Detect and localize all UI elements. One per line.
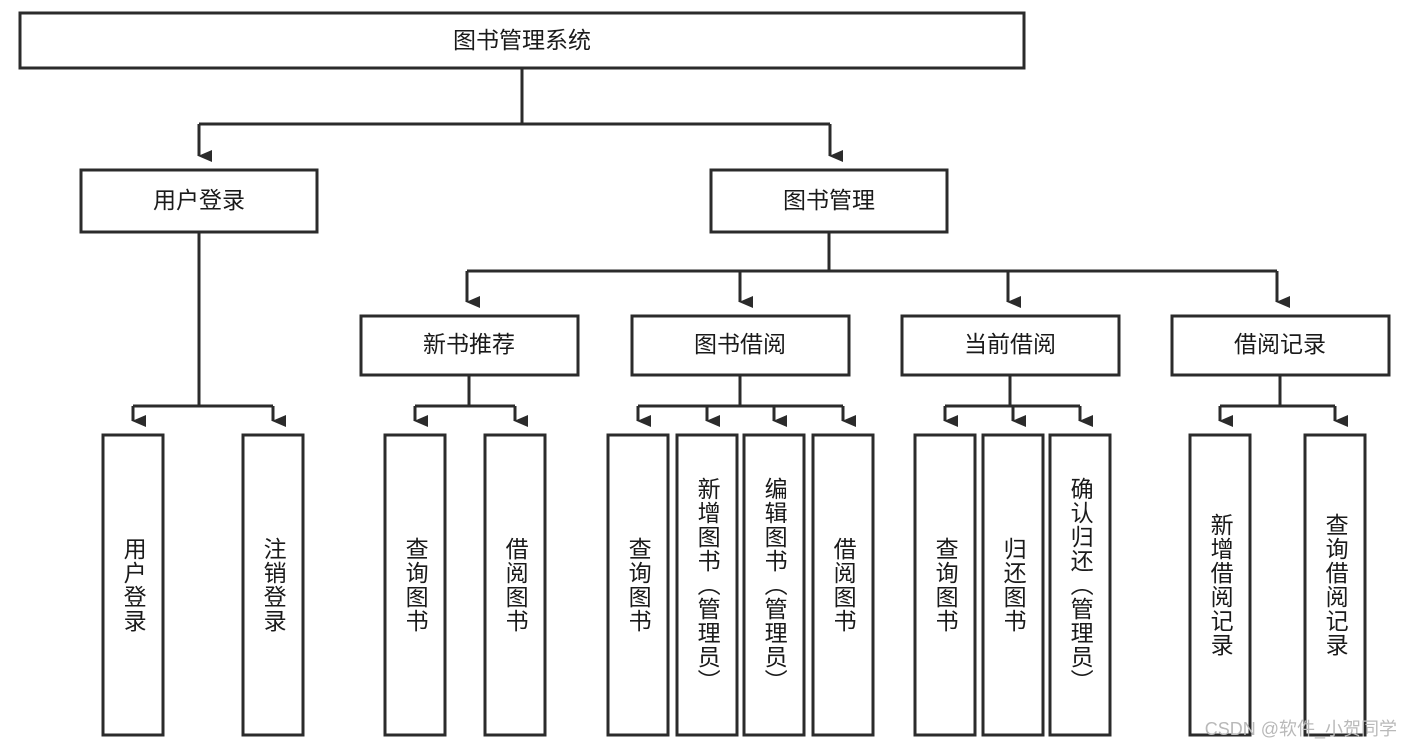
node-leaf-add-book[interactable] [675,433,739,737]
connector-book-manage-to-level3 [465,232,1290,308]
node-label-root: 图书管理系统 [453,27,591,53]
leaf-boxes-group [101,433,1367,737]
node-leaf-query-book-1[interactable] [383,433,447,737]
node-book-borrow[interactable]: 图书借阅 [630,314,851,377]
node-leaf-query-book-2[interactable] [606,433,670,737]
node-new-book-rec[interactable]: 新书推荐 [359,314,580,377]
node-label-book-manage: 图书管理 [783,187,875,213]
node-leaf-logout[interactable] [241,433,305,737]
node-leaf-confirm-return[interactable] [1048,433,1112,737]
node-current-borrow[interactable]: 当前借阅 [900,314,1121,377]
node-leaf-user-login[interactable] [101,433,165,737]
node-label-new-book-rec: 新书推荐 [423,331,515,357]
node-user-login[interactable]: 用户登录 [79,168,319,234]
node-leaf-borrow-book-1[interactable] [483,433,547,737]
node-leaf-return-book[interactable] [981,433,1045,737]
node-leaf-add-record[interactable] [1188,433,1252,737]
node-book-manage[interactable]: 图书管理 [709,168,949,234]
connector-user-login-to-leaves [131,232,286,427]
node-label-current-borrow: 当前借阅 [964,331,1056,357]
connector-book-borrow-to-leaves [636,375,856,427]
node-label-borrow-record: 借阅记录 [1234,331,1326,357]
connector-new-book-rec-to-leaves [413,375,528,427]
node-leaf-edit-book[interactable] [742,433,806,737]
connector-borrow-record-to-leaves [1218,375,1348,427]
csdn-watermark: CSDN @软件_小贺同学 [1204,719,1397,739]
node-label-user-login: 用户登录 [153,187,245,213]
node-leaf-query-book-3[interactable] [913,433,977,737]
connector-root-to-level2 [197,68,843,162]
connector-current-borrow-to-leaves [943,375,1093,427]
node-label-book-borrow: 图书借阅 [694,331,786,357]
node-leaf-query-record[interactable] [1303,433,1367,737]
node-root-system[interactable]: 图书管理系统 [18,11,1026,70]
node-borrow-record[interactable]: 借阅记录 [1170,314,1391,377]
node-leaf-borrow-book-2[interactable] [811,433,875,737]
